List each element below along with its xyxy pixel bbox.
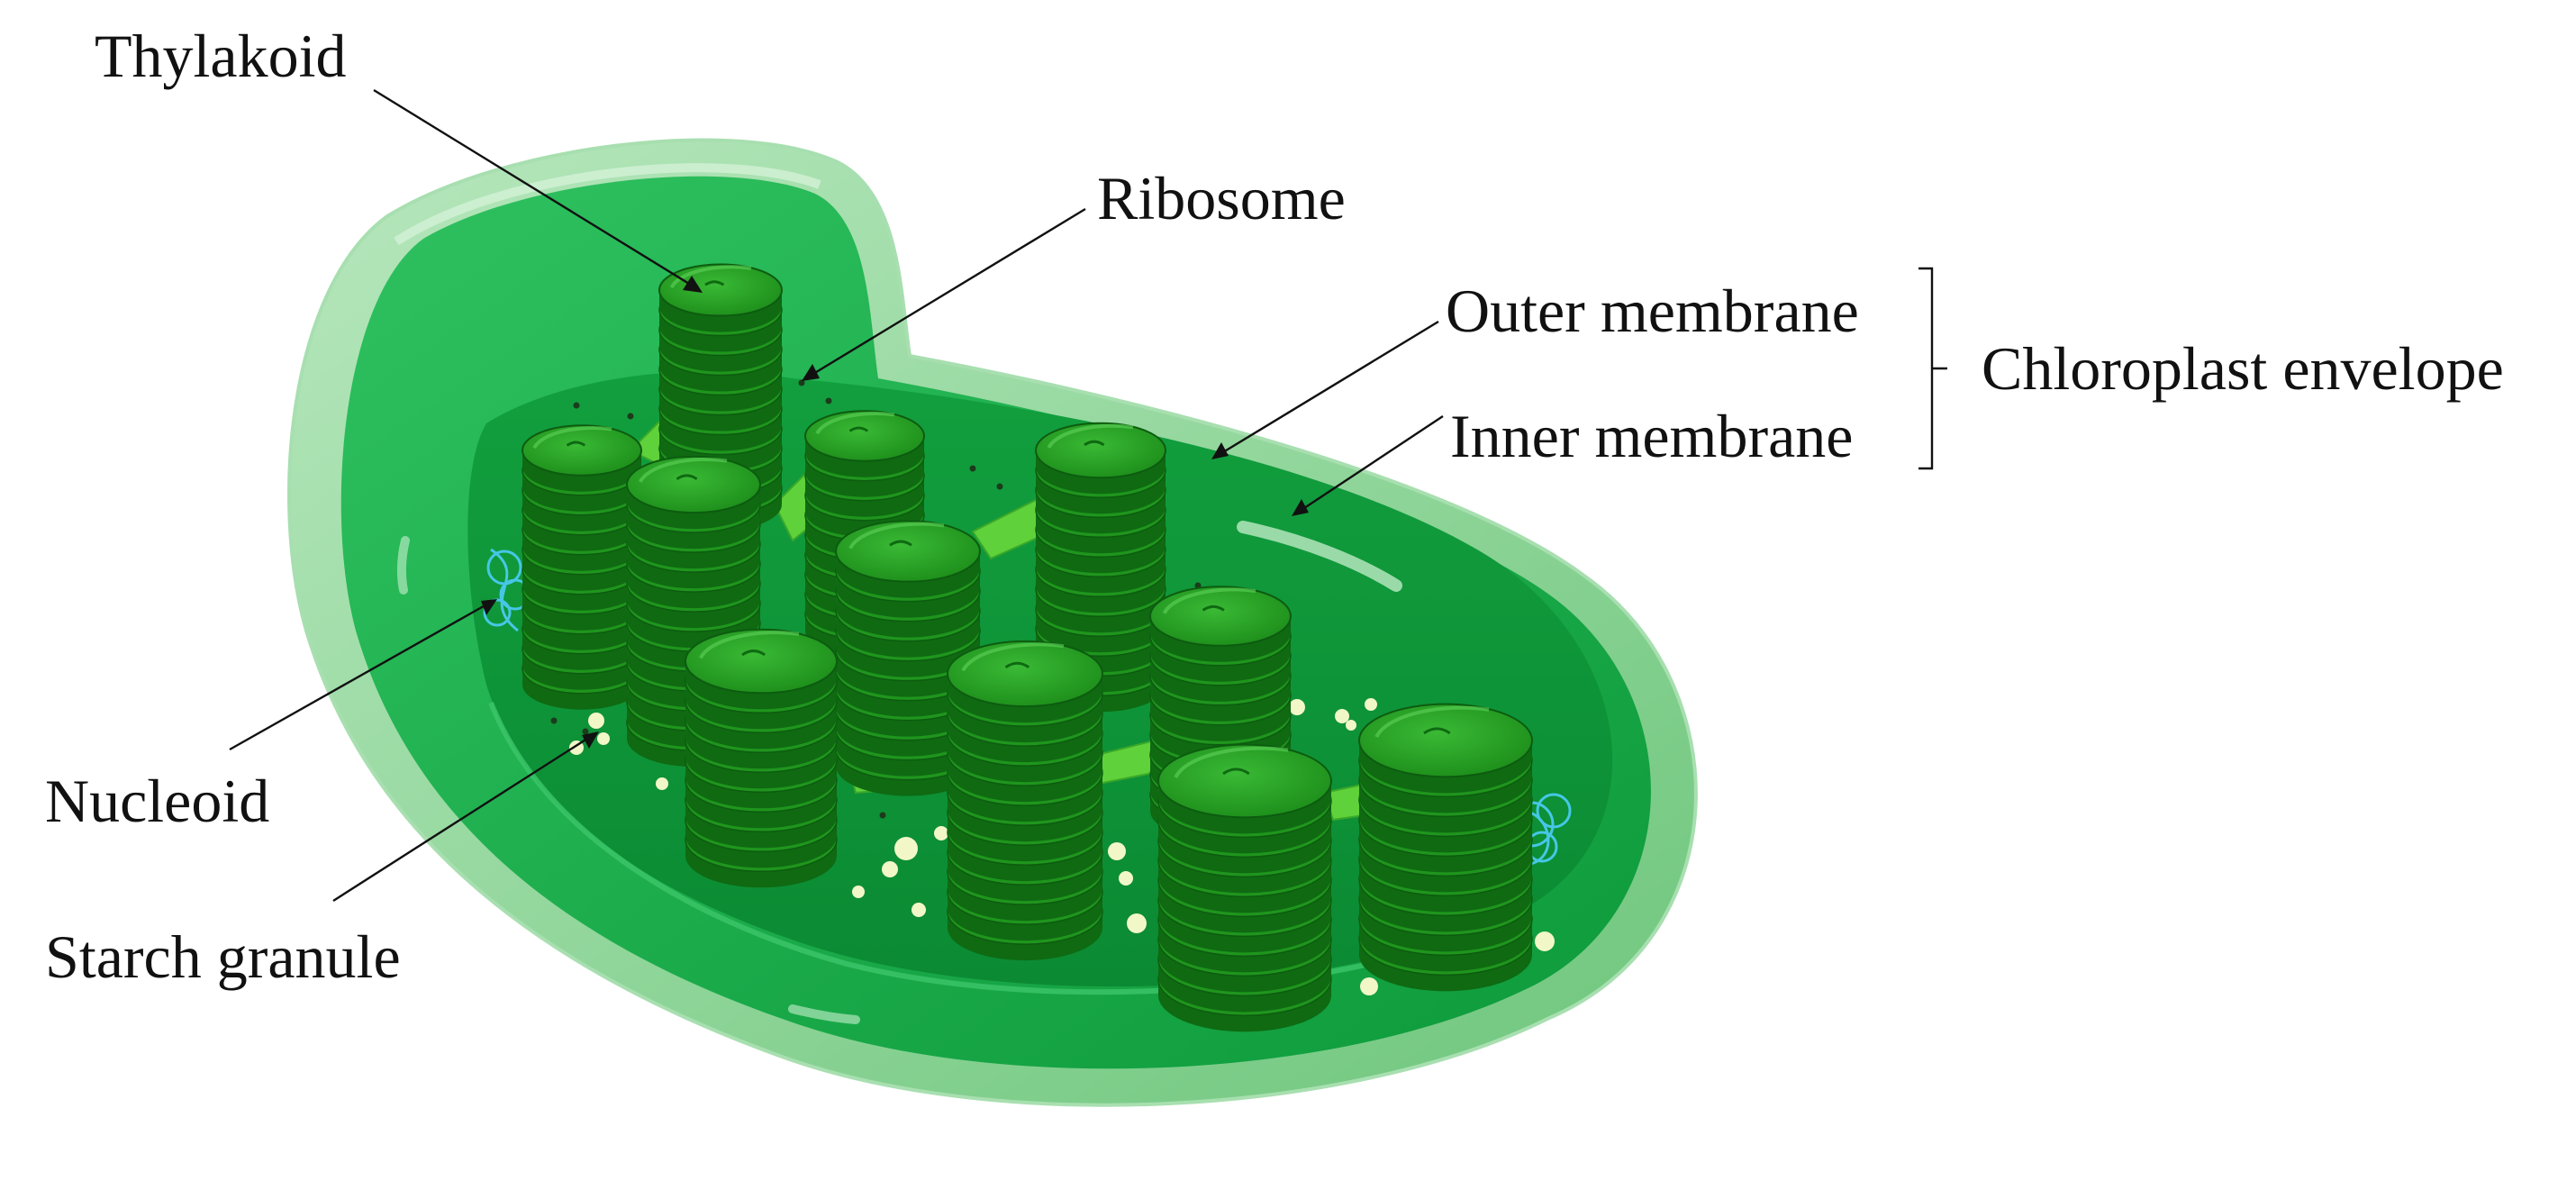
annotations: Thylakoid Ribosome Outer membrane Inner …	[45, 22, 2504, 991]
grana-stacks	[522, 263, 1533, 1032]
granum-top-mark	[889, 540, 912, 547]
granum-highlight	[532, 425, 612, 450]
granum-top	[1035, 422, 1166, 479]
granum-top	[1358, 703, 1533, 778]
granum-highlight	[698, 631, 800, 659]
granum-stack	[1157, 743, 1332, 1032]
leader-nucleoid	[229, 602, 489, 751]
label-starch-granule: Starch granule	[45, 922, 401, 991]
ribosome	[573, 402, 580, 409]
starch-granule	[1360, 977, 1378, 995]
granum-highlight	[1374, 705, 1490, 738]
arrowhead-ribosome	[802, 364, 820, 381]
starch-granule	[1365, 698, 1377, 711]
granum-highlight	[1162, 587, 1256, 614]
granum-highlight	[848, 522, 945, 550]
starch-granule	[934, 826, 948, 840]
stroma-rim	[488, 701, 1533, 995]
granum-stack	[835, 520, 981, 796]
granum-top	[626, 455, 761, 514]
starch-granule	[597, 732, 610, 745]
granum-top-mark	[1004, 661, 1030, 669]
ribosome	[969, 465, 976, 472]
label-ribosome: Ribosome	[1097, 164, 1346, 232]
nucleoid-left	[483, 548, 531, 632]
granum-top	[947, 640, 1103, 708]
starch-granule	[894, 837, 918, 860]
ribosome	[996, 483, 1003, 490]
granum-highlight	[669, 265, 752, 289]
label-thylakoid: Thylakoid	[95, 22, 347, 90]
starch-granule	[882, 861, 898, 877]
granum-highlight	[1174, 746, 1289, 778]
granum-top-mark	[566, 441, 586, 447]
granum-top-mark	[1222, 768, 1250, 776]
leader-thylakoid	[373, 88, 694, 288]
envelope-bracket	[1918, 267, 1947, 470]
granum-highlight	[961, 642, 1065, 672]
label-nucleoid: Nucleoid	[45, 767, 269, 835]
granum-top	[804, 410, 925, 462]
label-outer-membrane: Outer membrane	[1446, 277, 1859, 345]
granum-top-mark	[1202, 604, 1225, 612]
starch-granule	[1127, 913, 1147, 933]
leader-outer-membrane	[1218, 320, 1439, 457]
granum-top-mark	[741, 650, 766, 657]
granum-top	[522, 424, 642, 477]
label-chloroplast-envelope: Chloroplast envelope	[1982, 334, 2504, 403]
granum-highlight	[638, 457, 728, 483]
ribosome	[825, 397, 832, 404]
granum-top	[658, 263, 783, 317]
starch-granule	[1119, 871, 1133, 886]
granum-top-mark	[676, 474, 698, 481]
arrowhead-nucleoid	[481, 599, 497, 615]
ribosome	[879, 812, 886, 819]
granum-stack	[947, 640, 1103, 961]
granum-top-mark	[848, 426, 869, 432]
starch-granule	[912, 903, 926, 917]
ribosome	[627, 413, 634, 420]
membrane-sheen-2	[396, 536, 410, 595]
arrowhead-outer-membrane	[1211, 442, 1229, 459]
granum-top	[1157, 743, 1332, 819]
starch-granule	[1108, 842, 1126, 860]
granum-highlight	[815, 411, 895, 435]
arrowhead-starch-granule	[582, 731, 599, 749]
membrane-sheen-3	[788, 1004, 860, 1024]
label-inner-membrane: Inner membrane	[1450, 402, 1853, 470]
starch-granule	[1535, 931, 1555, 951]
starch-granule	[852, 886, 865, 898]
granum-stack	[522, 424, 642, 710]
ribosome	[582, 728, 589, 735]
granum-top-mark	[1423, 727, 1451, 735]
granum-highlight	[1047, 423, 1134, 449]
ribosome	[798, 379, 805, 386]
membrane-sheen	[1237, 521, 1402, 592]
granum-top	[835, 520, 981, 583]
granum-top	[685, 628, 838, 695]
granum-top-mark	[704, 280, 725, 286]
granum-top	[1149, 586, 1292, 647]
starch-granule	[1346, 720, 1356, 731]
outer-membrane-highlight	[394, 163, 821, 246]
starch-granule	[656, 777, 668, 790]
ribosome	[550, 717, 558, 724]
leader-ribosome	[808, 207, 1086, 378]
arrowhead-inner-membrane	[1292, 499, 1309, 516]
leader-inner-membrane	[1298, 414, 1444, 513]
granum-top-mark	[1084, 440, 1105, 447]
arrowhead-thylakoid	[683, 276, 703, 293]
granum-stack	[1358, 703, 1533, 992]
starch-granule	[1335, 709, 1349, 723]
granum-stack	[685, 628, 838, 888]
starch-granule	[588, 713, 604, 729]
starch-granule	[1289, 699, 1305, 715]
leader-starch-granule	[332, 735, 591, 903]
